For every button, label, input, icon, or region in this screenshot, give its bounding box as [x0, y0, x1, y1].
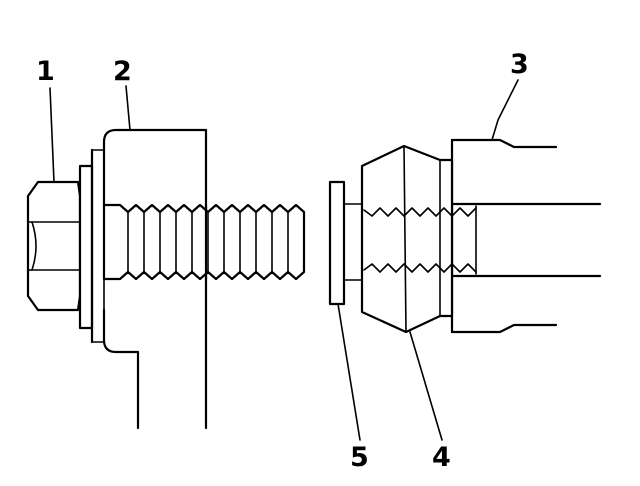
- leader-1: [49, 87, 55, 183]
- washer-part-5: [328, 180, 365, 306]
- leader-4: [409, 331, 443, 441]
- callout-2: 2: [113, 56, 132, 87]
- callout-4: 4: [432, 442, 451, 473]
- callout-5: 5: [350, 442, 369, 473]
- bolt-hex-head: [26, 180, 82, 312]
- callout-1: 1: [36, 56, 55, 87]
- bolt-flange: [78, 164, 94, 330]
- callout-3: 3: [510, 49, 529, 80]
- nut-part-4: [360, 144, 477, 334]
- shaft-part-3: [450, 138, 602, 334]
- bolt-threaded-shank: [102, 203, 306, 281]
- leader-5: [337, 303, 361, 441]
- bolt-part-1: [26, 148, 306, 344]
- leader-2: [125, 85, 131, 131]
- leader-3: [491, 79, 519, 141]
- leader-lines: [49, 79, 519, 441]
